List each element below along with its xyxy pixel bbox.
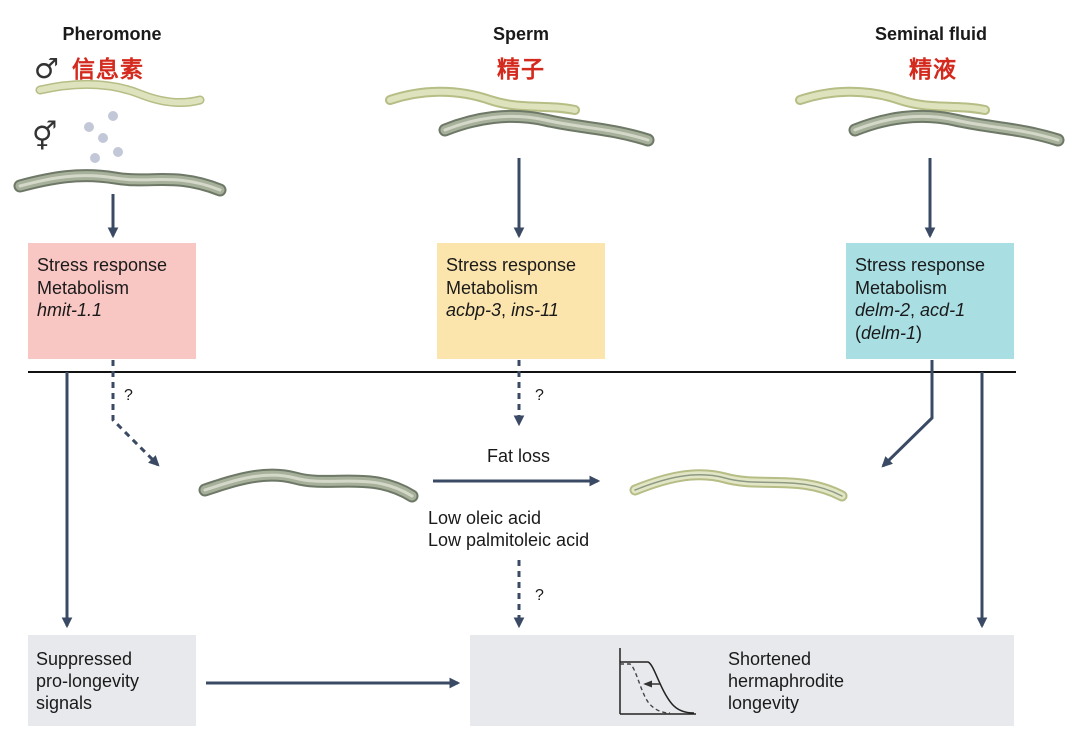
seminal-to-worm-arrow: [881, 360, 934, 468]
shortened-survival-curve: [620, 663, 671, 714]
pheromone-gene-hmit: hmit-1.1: [37, 300, 103, 320]
shortened-line2: hermaphrodite: [728, 671, 845, 691]
male-worm-seminal: [795, 86, 990, 115]
survival-curve-icon: [619, 648, 696, 715]
sperm-gene-separator: ,: [501, 300, 512, 320]
hermaphrodite-worm-pheromone: [13, 169, 227, 197]
sperm-chinese-label: 精子: [497, 56, 545, 82]
hermaphrodite-worm-shrunken: [629, 469, 848, 502]
seminal-gene-acd1: acd-1: [920, 300, 966, 320]
pheromone-particles: [84, 111, 123, 163]
pheromone-stress-response-text: Stress response: [37, 255, 168, 275]
shortened-line3: longevity: [728, 693, 800, 713]
pheromone-particle: [90, 153, 100, 163]
shortened-longevity-text: Shortened hermaphrodite longevity: [728, 648, 844, 714]
suppressed-signals-panel: [28, 635, 196, 726]
seminal-fluid-effects-box: Stress response Metabolism delm-2, acd-1…: [846, 243, 1014, 359]
pheromone-effects-box: Stress response Metabolism hmit-1.1: [28, 243, 196, 359]
sperm-gene-acbp: acbp-3: [446, 300, 502, 320]
pheromone-particle: [108, 111, 118, 121]
sperm-title: Sperm: [492, 24, 550, 44]
pheromone-dashed-arrow: [111, 360, 160, 467]
seminal-metabolism-text: Metabolism: [855, 277, 948, 298]
fatty-acid-unknown-mark: ?: [535, 587, 544, 604]
seminal-gene-separator: ,: [910, 300, 921, 320]
sperm-gene-ins: ins-11: [511, 300, 559, 320]
seminal-fluid-chinese-label: 精液: [909, 56, 957, 82]
suppressed-line1: Suppressed: [36, 649, 133, 669]
pheromone-chinese-label: 信息素: [72, 56, 144, 82]
hermaphrodite-worm-before: [198, 468, 419, 503]
seminal-stress-response-text: Stress response: [855, 255, 986, 275]
sperm-metabolism-text: Metabolism: [446, 277, 539, 298]
hermaphrodite-worm-seminal: [848, 109, 1065, 147]
sperm-unknown-mark: ?: [535, 387, 544, 404]
seminal-paren-close: ): [916, 322, 923, 343]
pheromone-particle: [113, 147, 123, 157]
fat-loss-label: Fat loss: [487, 446, 551, 466]
pheromone-particle: [98, 133, 108, 143]
seminal-gene-delm1: delm-1: [861, 322, 917, 343]
male-symbol-icon: ♂: [34, 52, 60, 85]
shortened-line1: Shortened: [728, 649, 812, 669]
pheromone-metabolism-text: Metabolism: [37, 277, 130, 298]
shortened-longevity-panel: [470, 635, 1014, 726]
low-oleic-acid-label: Low oleic acid: [428, 508, 542, 528]
suppressed-line3: signals: [36, 693, 93, 713]
seminal-gene-delm2: delm-2: [855, 300, 911, 320]
suppressed-line2: pro-longevity: [36, 671, 140, 691]
pheromone-title: Pheromone: [62, 24, 162, 44]
hermaphrodite-symbol-icon: ⚥: [32, 120, 58, 153]
male-worm-sperm: [385, 86, 580, 115]
seminal-paren-open: (: [855, 322, 861, 343]
seminal-fluid-title: Seminal fluid: [874, 24, 988, 44]
suppressed-signals-text: Suppressed pro-longevity signals: [36, 648, 139, 714]
pheromone-particle: [84, 122, 94, 132]
low-palmitoleic-acid-label: Low palmitoleic acid: [428, 530, 590, 550]
hermaphrodite-worm-sperm: [438, 109, 655, 147]
pheromone-unknown-mark: ?: [124, 387, 133, 404]
male-worm-pheromone: [35, 79, 205, 107]
sperm-stress-response-text: Stress response: [446, 255, 577, 275]
sperm-effects-box: Stress response Metabolism acbp-3, ins-1…: [437, 243, 605, 359]
control-survival-curve: [620, 661, 695, 714]
